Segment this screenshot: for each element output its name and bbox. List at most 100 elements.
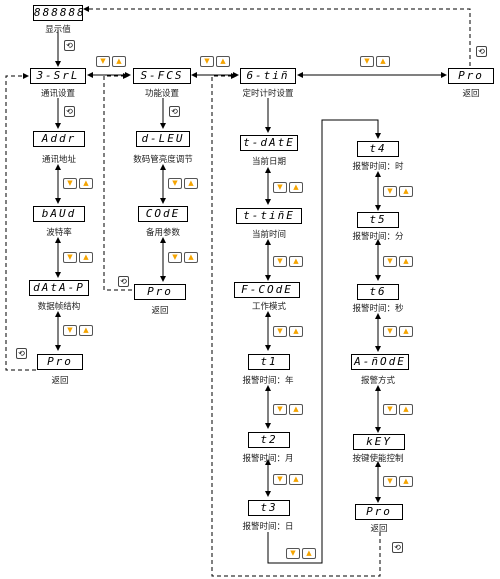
up-arrow-icon: ▲: [79, 325, 93, 336]
down-arrow-icon: ▼: [168, 252, 182, 263]
alarm-item-return-caption: 返回: [370, 524, 388, 534]
up-arrow-icon: ▲: [184, 178, 198, 189]
down-arrow-icon: ▼: [383, 256, 397, 267]
time-item-time: t-tiñE: [236, 208, 302, 224]
nav-keys-time-3: ▼ ▲: [273, 326, 303, 337]
nav-keys-time-4: ▼ ▲: [273, 404, 303, 415]
menu-func-code: S-FCS: [133, 68, 191, 84]
down-arrow-icon: ▼: [383, 186, 397, 197]
menu-top-return-code: Pro: [448, 68, 494, 84]
alarm-item-t6-caption: 报警时间：秒: [352, 304, 404, 314]
func-item-brightness-caption: 数码管亮度调节: [133, 155, 193, 165]
down-arrow-icon: ▼: [383, 476, 397, 487]
down-arrow-icon: ▼: [273, 474, 287, 485]
set-key-icon: ⟲: [476, 46, 487, 57]
func-item-brightness: d-LEU: [136, 131, 190, 147]
up-arrow-icon: ▲: [216, 56, 230, 67]
nav-keys-func-time: ▼ ▲: [200, 56, 230, 67]
nav-keys-alarm-2: ▼ ▲: [383, 256, 413, 267]
alarm-item-mode: A-ñOdE: [351, 354, 409, 370]
display-value-caption: 显示值: [45, 25, 71, 35]
down-arrow-icon: ▼: [286, 548, 300, 559]
up-arrow-icon: ▲: [302, 548, 316, 559]
nav-keys-func-1: ▼ ▲: [168, 178, 198, 189]
time-item-t1: t1: [248, 354, 290, 370]
down-arrow-icon: ▼: [96, 56, 110, 67]
up-arrow-icon: ▲: [399, 404, 413, 415]
nav-keys-time-1: ▼ ▲: [273, 182, 303, 193]
down-arrow-icon: ▼: [200, 56, 214, 67]
up-arrow-icon: ▲: [289, 182, 303, 193]
time-item-t3: t3: [248, 500, 290, 516]
func-item-code: COdE: [138, 206, 188, 222]
up-arrow-icon: ▲: [79, 252, 93, 263]
up-arrow-icon: ▲: [399, 326, 413, 337]
up-arrow-icon: ▲: [79, 178, 93, 189]
func-item-return: Pro: [134, 284, 186, 300]
nav-keys-func-2: ▼ ▲: [168, 252, 198, 263]
time-item-date: t-dAtE: [240, 135, 298, 151]
alarm-item-t5: t5: [357, 212, 399, 228]
down-arrow-icon: ▼: [383, 404, 397, 415]
down-arrow-icon: ▼: [273, 256, 287, 267]
nav-keys-comm-2: ▼ ▲: [63, 252, 93, 263]
up-arrow-icon: ▲: [112, 56, 126, 67]
up-arrow-icon: ▲: [289, 326, 303, 337]
nav-keys-alarm-5: ▼ ▲: [383, 476, 413, 487]
alarm-item-mode-caption: 报警方式: [360, 376, 395, 386]
set-key-icon: ⟲: [118, 276, 129, 287]
nav-keys-time-return: ▼ ▲: [360, 56, 390, 67]
comm-item-baud-caption: 波特率: [46, 228, 72, 238]
down-arrow-icon: ▼: [360, 56, 374, 67]
menu-func-caption: 功能设置: [144, 89, 179, 99]
set-key-icon: ⟲: [169, 106, 180, 117]
down-arrow-icon: ▼: [63, 178, 77, 189]
nav-keys-alarm-4: ▼ ▲: [383, 404, 413, 415]
nav-keys-time-2: ▼ ▲: [273, 256, 303, 267]
menu-comm-code: 3-SrL: [30, 68, 86, 84]
alarm-item-key-caption: 按键使能控制: [352, 454, 404, 464]
time-item-time-caption: 当前时间: [251, 230, 286, 240]
comm-item-addr-caption: 通讯地址: [41, 155, 76, 165]
down-arrow-icon: ▼: [273, 182, 287, 193]
menu-top-return-caption: 返回: [462, 89, 480, 99]
comm-item-data-frame-caption: 数据帧结构: [37, 302, 81, 312]
time-item-t3-caption: 报警时间：日: [242, 522, 294, 532]
down-arrow-icon: ▼: [168, 178, 182, 189]
time-item-t2: t2: [248, 432, 290, 448]
menu-time-code: 6-tiñ: [240, 68, 296, 84]
up-arrow-icon: ▲: [289, 256, 303, 267]
nav-keys-alarm-1: ▼ ▲: [383, 186, 413, 197]
up-arrow-icon: ▲: [376, 56, 390, 67]
set-key-icon: ⟲: [64, 106, 75, 117]
display-value-segment: 888888: [33, 5, 83, 21]
nav-keys-time-5: ▼ ▲: [273, 474, 303, 485]
comm-item-data-frame: dAtA-P: [29, 280, 89, 296]
up-arrow-icon: ▲: [399, 186, 413, 197]
nav-keys-alarm-3: ▼ ▲: [383, 326, 413, 337]
alarm-item-t5-caption: 报警时间：分: [352, 232, 404, 242]
func-item-return-caption: 返回: [151, 306, 169, 316]
time-item-t1-caption: 报警时间：年: [242, 376, 294, 386]
set-key-icon: ⟲: [16, 348, 27, 359]
menu-time-caption: 定时计时设置: [242, 89, 294, 99]
menu-comm-caption: 通讯设置: [40, 89, 75, 99]
nav-keys-time-6: ▼ ▲: [286, 548, 316, 559]
time-item-work-mode: F-COdE: [234, 282, 300, 298]
time-item-work-mode-caption: 工作模式: [251, 302, 286, 312]
alarm-item-return: Pro: [355, 504, 403, 520]
down-arrow-icon: ▼: [383, 326, 397, 337]
comm-item-return-caption: 返回: [51, 376, 69, 386]
alarm-item-t4-caption: 报警时间：时: [352, 162, 404, 172]
comm-item-baud: bAUd: [33, 206, 85, 222]
func-item-code-caption: 备用参数: [145, 228, 180, 238]
time-item-t2-caption: 报警时间：月: [242, 454, 294, 464]
nav-keys-comm-3: ▼ ▲: [63, 325, 93, 336]
time-item-date-caption: 当前日期: [251, 157, 286, 167]
comm-item-addr: Addr: [33, 131, 85, 147]
up-arrow-icon: ▲: [399, 476, 413, 487]
down-arrow-icon: ▼: [273, 326, 287, 337]
up-arrow-icon: ▲: [399, 256, 413, 267]
